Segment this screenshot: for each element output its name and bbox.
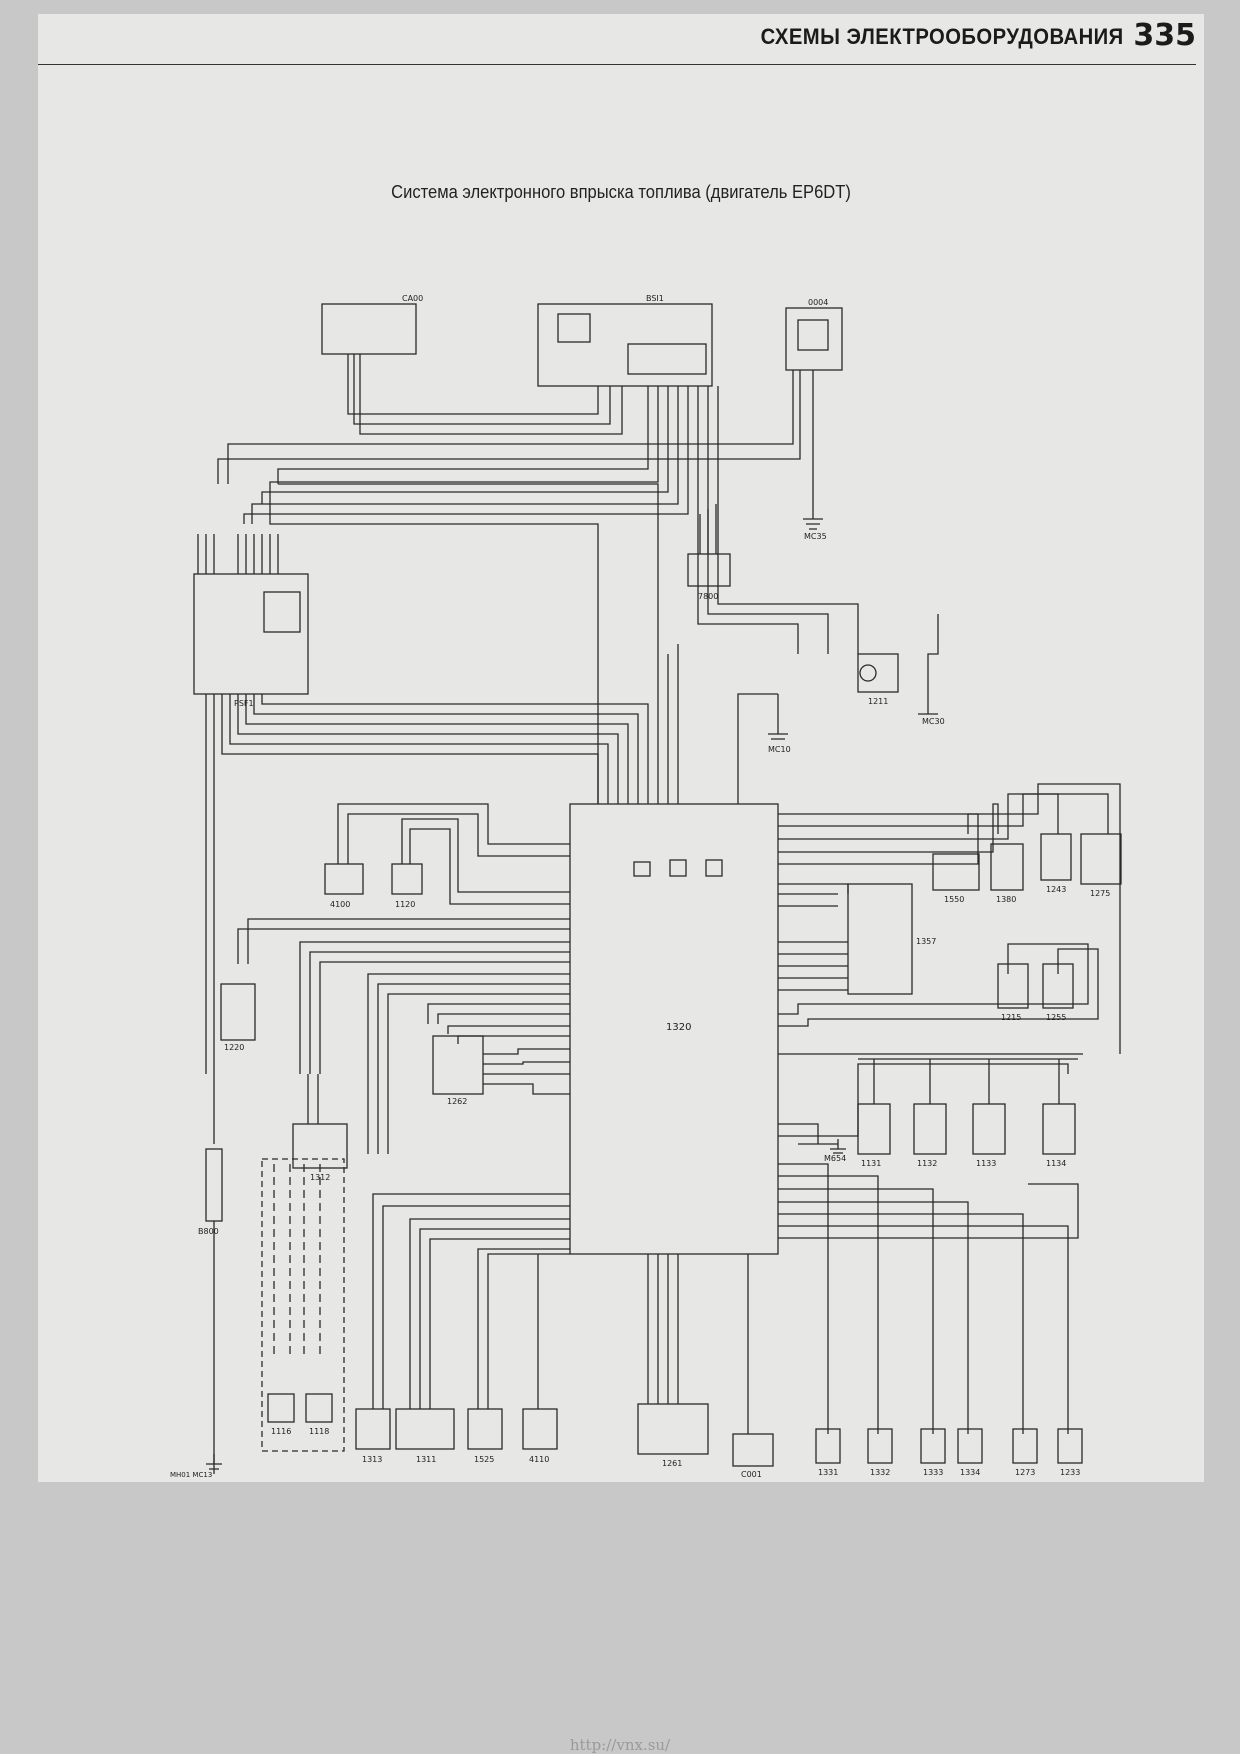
connector-ca00-box bbox=[321, 303, 417, 355]
label-1133: 1133 bbox=[976, 1159, 996, 1168]
label-1275: 1275 bbox=[1090, 889, 1110, 898]
label-4100: 4100 bbox=[330, 900, 350, 909]
label-bsi1: BSI1 bbox=[646, 294, 664, 303]
component-1525-box bbox=[467, 1408, 503, 1450]
label-1273: 1273 bbox=[1015, 1468, 1035, 1477]
label-1331: 1331 bbox=[818, 1468, 838, 1477]
label-7800: 7800 bbox=[698, 592, 718, 601]
label-1311: 1311 bbox=[416, 1455, 436, 1464]
component-1116-box bbox=[267, 1393, 295, 1423]
coil-1134-box bbox=[1042, 1103, 1076, 1155]
component-1312-box bbox=[292, 1123, 348, 1169]
page-number: 335 bbox=[1133, 18, 1196, 53]
label-1120: 1120 bbox=[395, 900, 415, 909]
label-4110: 4110 bbox=[529, 1455, 549, 1464]
coil-1131-box bbox=[857, 1103, 891, 1155]
component-1118-box bbox=[305, 1393, 333, 1423]
label-0004: 0004 bbox=[808, 298, 828, 307]
manual-page: СХЕМЫ ЭЛЕКТРООБОРУДОВАНИЯ 335 Система эл… bbox=[38, 14, 1204, 1482]
label-mh01-mc13: MH01 MC13 bbox=[170, 1471, 212, 1479]
injector-1332-box bbox=[867, 1428, 893, 1464]
ecu-1320-box bbox=[569, 803, 779, 1255]
connector-0004-box bbox=[785, 307, 843, 371]
diagram-title: Система электронного впрыска топлива (дв… bbox=[391, 182, 851, 202]
label-1116: 1116 bbox=[271, 1427, 291, 1436]
fuse-box-psf1 bbox=[193, 573, 309, 695]
component-1120-box bbox=[391, 863, 423, 895]
label-1261: 1261 bbox=[662, 1459, 682, 1468]
label-ca00: CA00 bbox=[402, 294, 423, 303]
injector-1333-box bbox=[920, 1428, 946, 1464]
label-m654: M654 bbox=[824, 1154, 846, 1163]
label-mc10: MC10 bbox=[768, 745, 791, 754]
label-1131: 1131 bbox=[861, 1159, 881, 1168]
relay-1357-box bbox=[847, 883, 913, 995]
label-psf1: PSF1 bbox=[234, 699, 254, 708]
label-c001: C001 bbox=[741, 1470, 762, 1479]
component-1550-box bbox=[932, 853, 980, 891]
label-1332: 1332 bbox=[870, 1468, 890, 1477]
component-1211-box bbox=[857, 653, 899, 693]
component-1220-box bbox=[220, 983, 256, 1041]
component-4100-box bbox=[324, 863, 364, 895]
wiring-diagram: CA00 BSI1 0004 7800 PSF1 1211 MC30 MC10 … bbox=[170, 294, 1122, 1479]
component-4110-box bbox=[522, 1408, 558, 1450]
label-1132: 1132 bbox=[917, 1159, 937, 1168]
label-1525: 1525 bbox=[474, 1455, 494, 1464]
label-1357: 1357 bbox=[916, 937, 936, 946]
label-1215: 1215 bbox=[1001, 1013, 1021, 1022]
label-1118: 1118 bbox=[309, 1427, 329, 1436]
component-1255-box bbox=[1042, 963, 1074, 1009]
label-1233: 1233 bbox=[1060, 1468, 1080, 1477]
label-1333: 1333 bbox=[923, 1468, 943, 1477]
header-rule bbox=[38, 64, 1196, 65]
watermark: http://vnx.su/ bbox=[569, 1736, 671, 1754]
connector-bsi1-box bbox=[537, 303, 713, 387]
section-title: СХЕМЫ ЭЛЕКТРООБОРУДОВАНИЯ bbox=[760, 24, 1124, 49]
label-1313: 1313 bbox=[362, 1455, 382, 1464]
connector-c001-box bbox=[732, 1433, 774, 1467]
label-1550: 1550 bbox=[944, 895, 964, 904]
component-1262-box bbox=[432, 1035, 484, 1095]
component-1243-box bbox=[1040, 833, 1072, 881]
label-mc35: MC35 bbox=[804, 532, 827, 541]
connector-b800-box bbox=[205, 1148, 223, 1222]
injector-1334-box bbox=[957, 1428, 983, 1464]
component-1261-box bbox=[637, 1403, 709, 1455]
injector-1331-box bbox=[815, 1428, 841, 1464]
component-1215-box bbox=[997, 963, 1029, 1009]
label-1255: 1255 bbox=[1046, 1013, 1066, 1022]
component-1311-box bbox=[395, 1408, 455, 1450]
label-1262: 1262 bbox=[447, 1097, 467, 1106]
label-1220: 1220 bbox=[224, 1043, 244, 1052]
label-mc30: MC30 bbox=[922, 717, 945, 726]
label-1211: 1211 bbox=[868, 697, 888, 706]
label-1334: 1334 bbox=[960, 1468, 980, 1477]
component-1313-box bbox=[355, 1408, 391, 1450]
component-1275-box bbox=[1080, 833, 1122, 885]
label-1312: 1312 bbox=[310, 1173, 330, 1182]
component-1380-box bbox=[990, 843, 1024, 891]
coil-1132-box bbox=[913, 1103, 947, 1155]
component-1233-box bbox=[1057, 1428, 1083, 1464]
label-1134: 1134 bbox=[1046, 1159, 1066, 1168]
coil-1133-box bbox=[972, 1103, 1006, 1155]
label-1380: 1380 bbox=[996, 895, 1016, 904]
label-b800: B800 bbox=[198, 1227, 219, 1236]
label-1320: 1320 bbox=[666, 1022, 691, 1033]
label-1243: 1243 bbox=[1046, 885, 1066, 894]
module-7800-box bbox=[687, 553, 731, 587]
component-1273-box bbox=[1012, 1428, 1038, 1464]
dashed-group-1116-1118 bbox=[261, 1158, 345, 1452]
